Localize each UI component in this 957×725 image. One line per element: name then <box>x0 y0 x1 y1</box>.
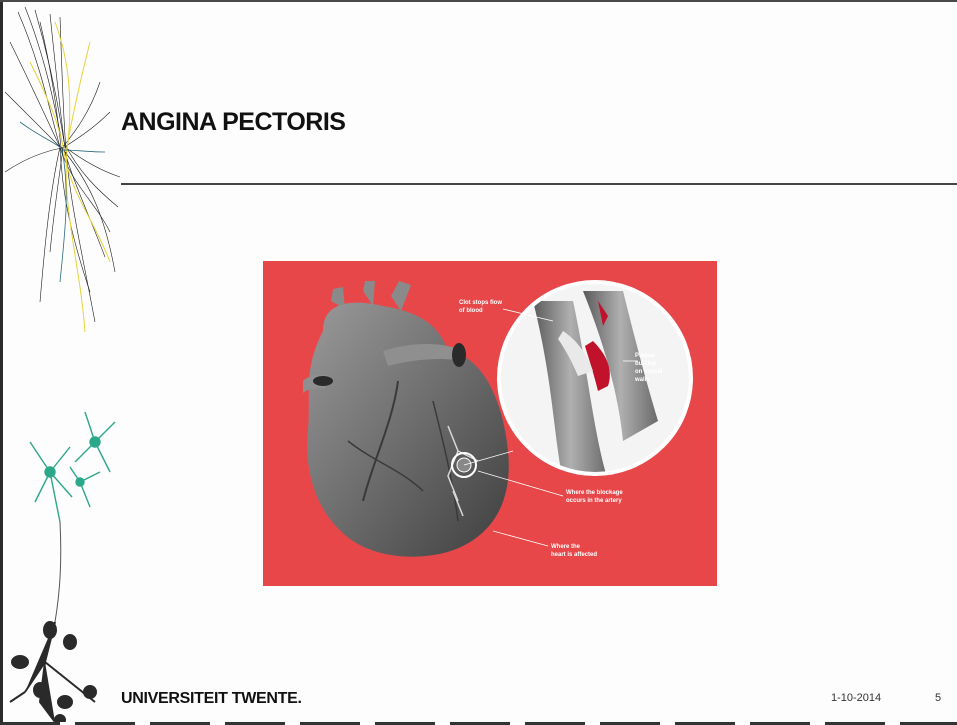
heart-illustration: Clot stops flow of blood Plaque buildup … <box>263 261 717 586</box>
dendrite-strands <box>5 7 120 322</box>
slide-title: ANGINA PECTORIS <box>121 108 345 137</box>
green-neurons <box>30 412 115 622</box>
dark-neurons <box>10 622 96 725</box>
slide-date: 1-10-2014 <box>831 692 881 704</box>
neuron-decoration <box>0 2 125 725</box>
dendrite-strands-yellow <box>30 22 110 332</box>
page-number: 5 <box>935 692 941 704</box>
title-divider <box>121 183 957 185</box>
university-logo: UNIVERSITEIT TWENTE. <box>121 690 302 708</box>
